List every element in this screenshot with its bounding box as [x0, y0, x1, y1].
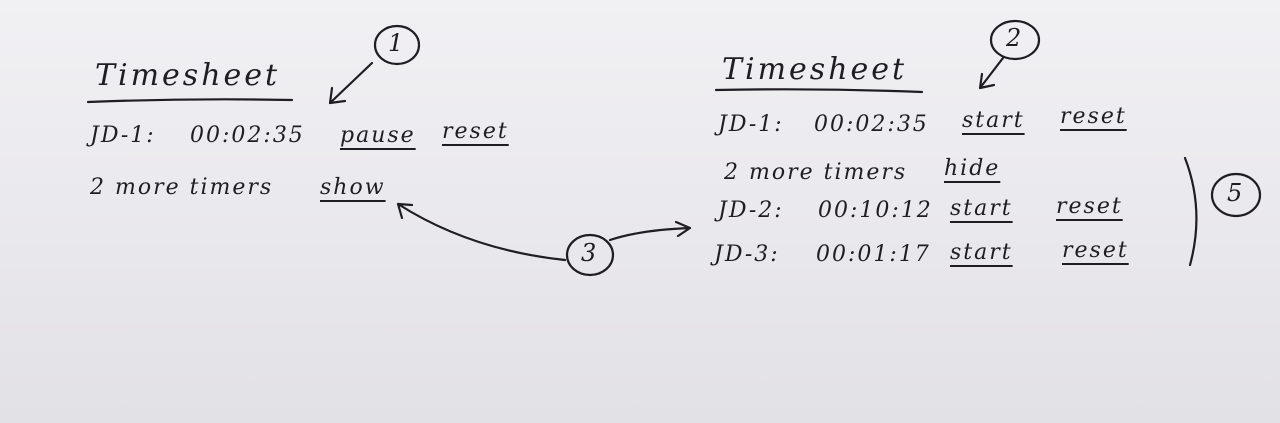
- annotation-5-label: 5: [1227, 179, 1243, 207]
- right-timer-2-label: JD-2:: [718, 198, 784, 223]
- left-more-text: 2 more timers: [90, 175, 274, 200]
- left-title-underline: [86, 98, 294, 104]
- arrow-3-left: [396, 202, 567, 262]
- left-timer-time: 00:02:35: [190, 123, 305, 148]
- right-timer-3-reset-link[interactable]: reset: [1062, 238, 1129, 263]
- arrow-3-right: [608, 220, 692, 242]
- right-timer-2-time: 00:10:12: [818, 198, 933, 223]
- right-timer-3-start-link[interactable]: start: [950, 240, 1013, 265]
- right-timer-1-start-link[interactable]: start: [962, 108, 1025, 133]
- left-pause-link[interactable]: pause: [340, 123, 416, 148]
- right-timer-2-start-link[interactable]: start: [950, 196, 1013, 221]
- right-timer-1-label: JD-1:: [718, 112, 784, 137]
- right-timer-1-time: 00:02:35: [814, 112, 929, 137]
- annotation-1-circle: [373, 24, 421, 66]
- right-more-text: 2 more timers: [724, 160, 908, 185]
- annotation-1-label: 1: [388, 29, 404, 57]
- left-timer-label: JD-1:: [90, 123, 156, 148]
- annotation-3-circle: [565, 233, 615, 277]
- annotation-5-circle: [1210, 172, 1262, 218]
- right-title-underline: [714, 88, 924, 94]
- annotation-3-label: 3: [581, 239, 597, 267]
- arrow-1: [328, 61, 374, 105]
- left-title: Timesheet: [95, 58, 281, 93]
- right-hide-link[interactable]: hide: [944, 156, 1001, 181]
- annotation-2-label: 2: [1006, 24, 1022, 52]
- arrow-2: [978, 56, 1005, 90]
- right-timer-2-reset-link[interactable]: reset: [1056, 194, 1123, 219]
- bracket-5: [1183, 156, 1198, 267]
- left-reset-link[interactable]: reset: [442, 119, 509, 144]
- left-show-link[interactable]: show: [320, 175, 386, 200]
- annotation-2-circle: [989, 19, 1041, 61]
- right-timer-1-reset-link[interactable]: reset: [1060, 104, 1127, 129]
- right-title: Timesheet: [722, 52, 908, 87]
- right-timer-3-label: JD-3:: [714, 242, 780, 267]
- right-timer-3-time: 00:01:17: [816, 242, 931, 267]
